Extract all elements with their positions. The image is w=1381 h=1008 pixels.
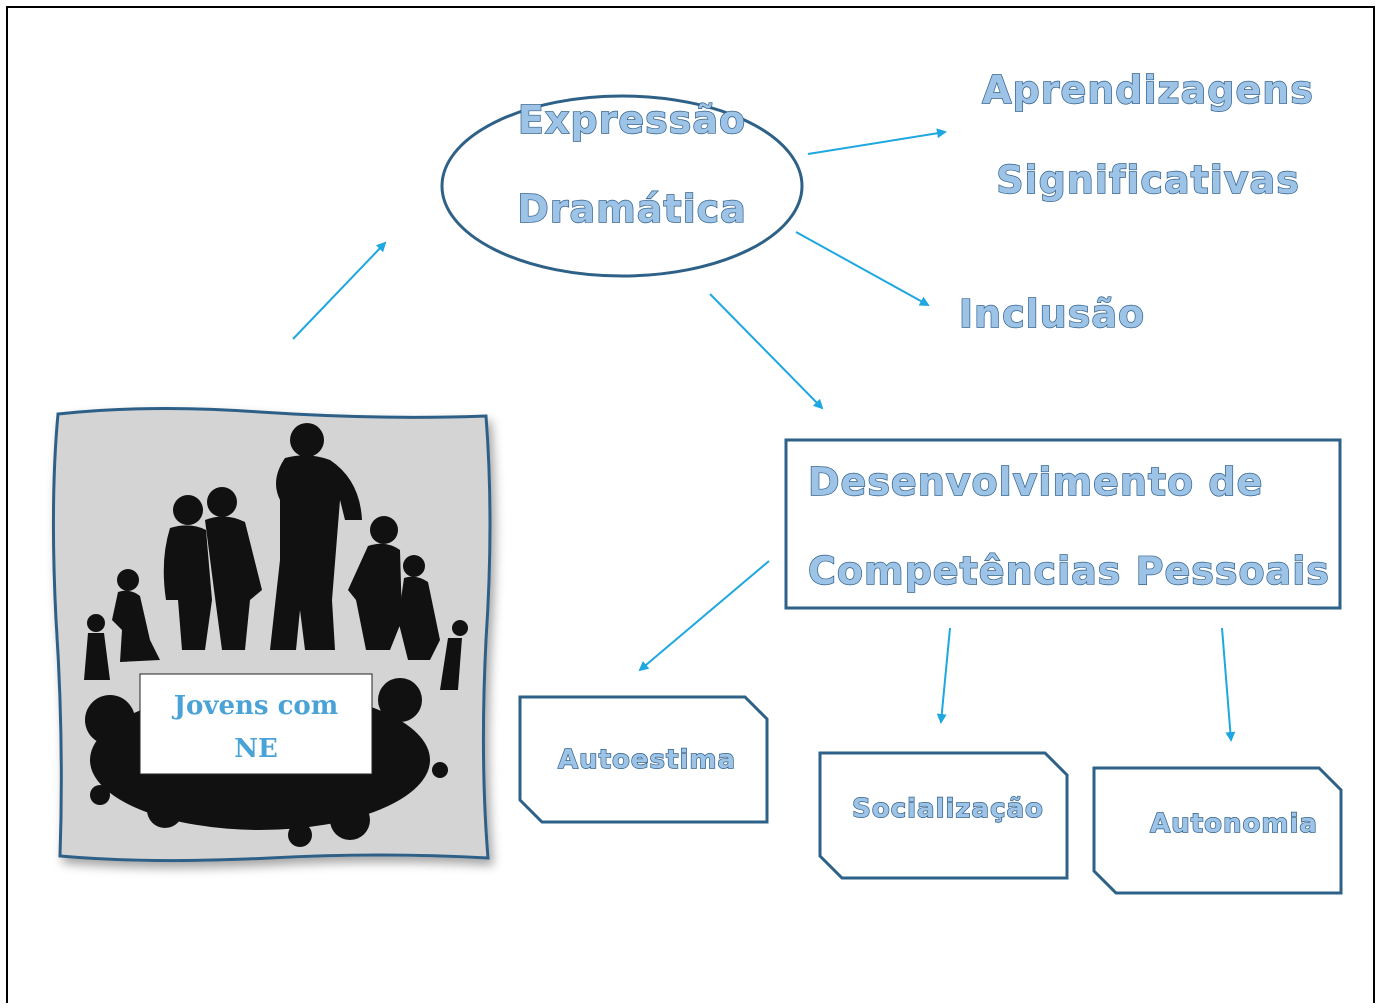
socializacao-box — [818, 751, 1069, 880]
aprendizagens-label-line1: Aprendizagens — [982, 68, 1314, 112]
autonomia-label: Autonomia — [1150, 809, 1318, 839]
arrow-expressao-to-desenvolvimento — [709, 293, 824, 410]
inclusao-label: Inclusão — [959, 292, 1145, 336]
arrow-jovens-to-expressao — [292, 241, 387, 340]
socializacao-label: Socialização — [852, 794, 1044, 824]
desenvolvimento-label-line2: Competências Pessoais — [808, 549, 1330, 593]
jovens-label-line2: NE — [234, 734, 278, 764]
arrow-expressao-to-inclusao — [795, 231, 930, 306]
page-border — [6, 6, 1375, 1008]
arrow-desenvolvimento-to-socializacao — [936, 627, 951, 724]
desenvolvimento-box — [784, 438, 1342, 610]
aprendizagens-label-line2: Significativas — [996, 158, 1300, 202]
autoestima-label: Autoestima — [558, 745, 736, 775]
jovens-label-line1: Jovens com — [172, 691, 339, 721]
expressao-label-line1: Expressão — [518, 98, 746, 142]
autoestima-box — [518, 695, 769, 824]
expressao-label-line2: Dramática — [517, 187, 747, 231]
expressao-dramatica-ellipse — [440, 94, 804, 278]
arrow-desenvolvimento-to-autoestima — [638, 560, 770, 672]
jovens-label-box — [139, 673, 373, 775]
arrow-expressao-to-aprendizagens — [807, 128, 947, 155]
arrow-desenvolvimento-to-autonomia — [1221, 627, 1236, 742]
autonomia-box — [1092, 766, 1343, 895]
desenvolvimento-label-line1: Desenvolvimento de — [808, 460, 1263, 504]
